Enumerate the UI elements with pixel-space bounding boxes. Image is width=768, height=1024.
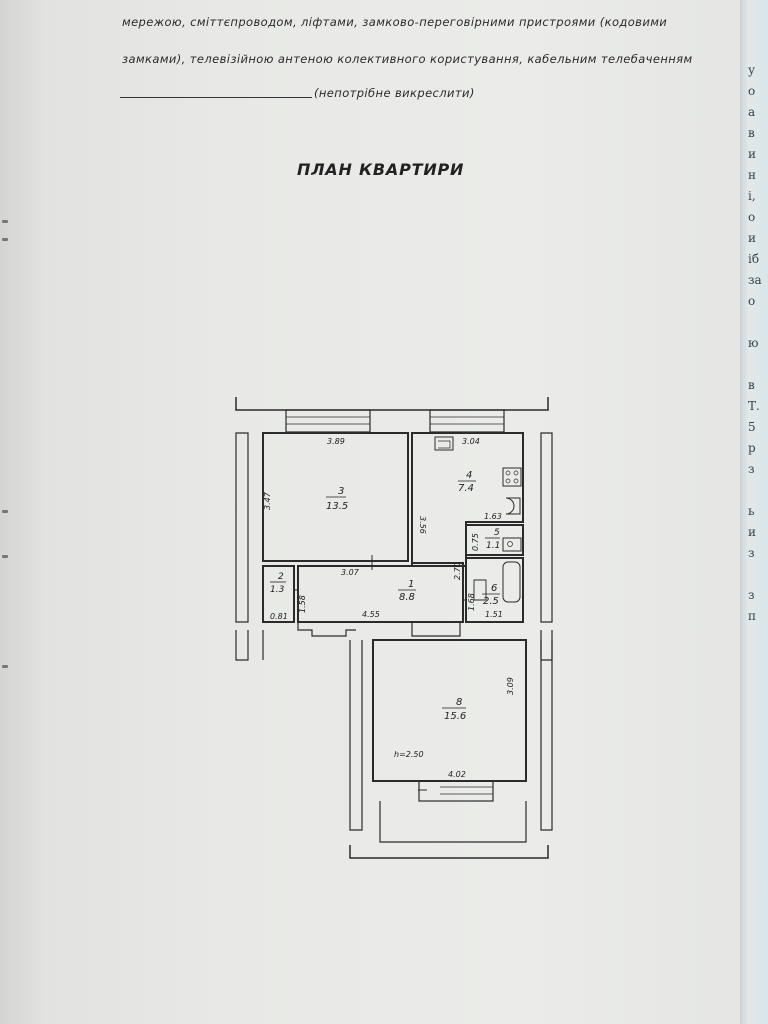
adjacent-sheet-char: 5 [748,420,756,434]
dim-bath-width: 1.63 [484,512,502,521]
adjacent-sheet-char: з [748,462,755,476]
dim-bath-depth: 1.68 [467,593,476,611]
dim-room3-depth: 3.47 [263,491,272,510]
binding-hole [2,510,8,513]
adjacent-sheet-char: о [748,294,756,308]
room-1-outline [297,562,464,623]
binding-hole [2,555,8,558]
dim-room8-width: 4.02 [448,770,466,779]
dim-hall-width: 4.55 [362,610,380,619]
room-2-outline [262,565,295,623]
page-title: ПЛАН КВАРТИРИ [297,160,465,179]
adjacent-sheet-char: в [748,378,755,392]
ceiling-height: h=2.50 [394,750,424,759]
adjacent-sheet-char: з [748,546,755,560]
room-4-outline [411,432,524,567]
adjacent-sheet-char: в [748,126,755,140]
adjacent-sheet-char: о [748,210,756,224]
binding-hole [2,220,8,223]
room-3-outline [262,432,409,562]
adjacent-sheet-char: іб [748,252,760,266]
adjacent-sheet-char: н [748,168,756,182]
window-room8 [418,780,494,802]
room-3-number: 3 [338,486,344,497]
header-text-line-2: замками), телевізійною антеною колективн… [122,52,693,66]
room-5-area: 1.1 [486,541,500,551]
dim-kitchen-width: 3.04 [462,437,480,446]
room-6-outline [465,557,524,623]
dim-storage-width: 0.81 [270,612,288,621]
blank-fill-line [120,97,312,98]
room-1-area: 8.8 [399,592,415,603]
adjacent-sheet-char: Т. [748,399,760,413]
dim-bath-bottom: 1.51 [485,610,503,619]
binding-hole [2,665,8,668]
room-3-area: 13.5 [326,501,348,512]
room-5-outline [465,524,524,556]
window-kitchen [429,409,505,433]
adjacent-sheet-char: и [748,525,756,539]
dim-room3-width: 3.89 [327,437,345,446]
adjacent-sheet-char: а [748,105,756,119]
room-2-area: 1.3 [270,585,285,595]
adjacent-sheet-char: за [748,273,762,287]
binding-holes [0,0,14,1024]
adjacent-sheet-char: п [748,609,756,623]
adjacent-sheet-char: р [748,441,756,455]
dim-room8-depth: 3.09 [506,677,515,695]
room-6-area: 2.5 [483,596,499,607]
dim-hall-depth: 2.70 [453,562,462,580]
adjacent-sheet-char: і, [748,189,756,203]
room-8-number: 8 [456,697,462,708]
paper-sheet [0,0,748,1024]
strike-note: (непотрібне викреслити) [314,86,475,100]
adjacent-sheet-char: и [748,231,756,245]
room-4-area: 7.4 [458,483,474,494]
dim-room3-right: 3.56 [418,516,427,534]
room-2-number: 2 [278,572,284,582]
header-text-line-1: мережою, сміттєпроводом, ліфтами, замков… [122,15,668,29]
adjacent-sheet [740,0,768,1024]
window-room3 [285,409,371,433]
room-8-area: 15.6 [444,711,466,722]
dim-wc-depth: 0.75 [471,533,480,551]
adjacent-sheet-char: ь [748,504,755,518]
room-5-number: 5 [494,528,500,538]
room-4-number: 4 [466,470,472,481]
room-1-number: 1 [408,579,414,590]
balcony [379,801,527,843]
adjacent-sheet-char: у [748,63,756,77]
adjacent-sheet-char: о [748,84,756,98]
dim-hall-top: 3.07 [341,568,360,577]
adjacent-sheet-char: з [748,588,755,602]
adjacent-sheet-char: и [748,147,756,161]
adjacent-sheet-char: ю [748,336,759,350]
room-6-number: 6 [491,583,497,594]
binding-hole [2,238,8,241]
dim-storage-depth: 1.58 [298,595,307,613]
